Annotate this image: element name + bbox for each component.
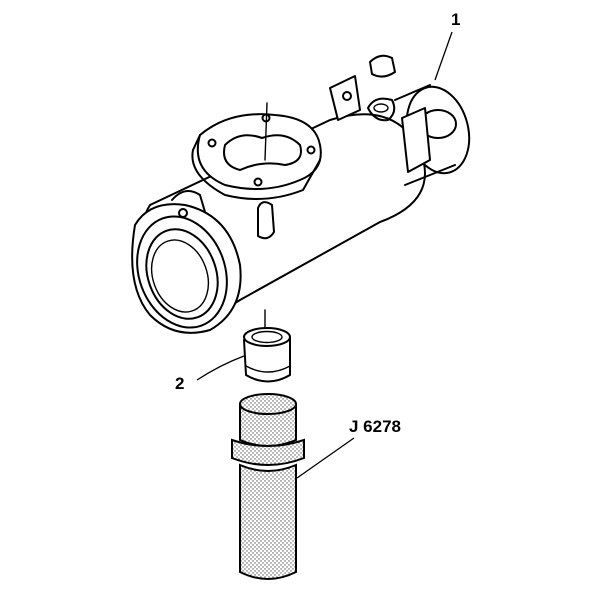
port-bracket bbox=[329, 75, 361, 121]
flange-lug-hole bbox=[178, 208, 188, 218]
tool-handle bbox=[239, 463, 297, 580]
bearing-top bbox=[243, 327, 291, 347]
end-cap-band bbox=[394, 84, 456, 186]
port-bracket-hole bbox=[342, 91, 352, 101]
leader-tool bbox=[296, 437, 355, 479]
leader-part-2 bbox=[196, 355, 245, 381]
callout-tool: J 6278 bbox=[349, 417, 401, 436]
bearing-bore bbox=[251, 330, 283, 344]
port-boss bbox=[367, 97, 396, 122]
callout-part-2: 2 bbox=[175, 374, 184, 393]
plug bbox=[369, 54, 396, 78]
pad-centerline bbox=[264, 102, 268, 161]
callout-part-1: 1 bbox=[451, 10, 460, 29]
leader-part-1 bbox=[434, 31, 453, 81]
pad-bolt-hole-4 bbox=[253, 177, 263, 187]
gear-housing bbox=[131, 54, 471, 334]
tool-pilot-top bbox=[239, 393, 297, 415]
port-boss-hole bbox=[373, 103, 389, 113]
flange-lug bbox=[171, 190, 206, 213]
tool-shoulder bbox=[231, 438, 305, 466]
side-boss bbox=[257, 201, 275, 240]
large-bore-inner bbox=[145, 228, 219, 320]
mounting-pad-side bbox=[191, 134, 321, 200]
pad-bolt-hole-1 bbox=[207, 138, 217, 148]
large-bore-groove bbox=[150, 239, 210, 313]
installer-tool bbox=[231, 393, 305, 580]
end-cap-lug bbox=[401, 107, 431, 173]
bearing-lip bbox=[245, 365, 291, 373]
mounting-pad-port bbox=[223, 134, 302, 171]
pad-bolt-hole-3 bbox=[306, 145, 316, 155]
bearing bbox=[243, 309, 291, 383]
